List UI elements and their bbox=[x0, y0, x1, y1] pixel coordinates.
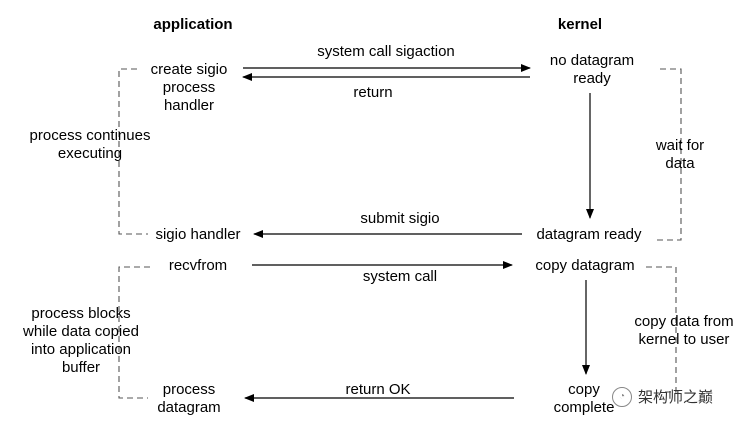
wait-for-data-bracket bbox=[654, 68, 682, 241]
copy-complete-step: copy complete bbox=[553, 381, 615, 416]
submit-sigio-label: submit sigio bbox=[360, 210, 440, 227]
recvfrom-step: recvfrom bbox=[168, 257, 228, 274]
no-datagram-step: no datagram ready bbox=[549, 52, 635, 87]
wait-for-data-note: wait for data bbox=[655, 137, 705, 172]
application-header: application bbox=[153, 16, 233, 33]
sigaction-label: system call sigaction bbox=[317, 43, 455, 60]
system-call-label: system call bbox=[362, 268, 438, 285]
process-blocks-bracket bbox=[118, 266, 150, 399]
watermark: ◔ 架构师之巅 bbox=[612, 386, 713, 407]
return-label: return bbox=[353, 84, 393, 101]
process-continues-note: process continues executing bbox=[29, 127, 151, 162]
process-continues-bracket bbox=[118, 68, 148, 235]
sigio-handler-step: sigio handler bbox=[155, 226, 241, 243]
wechat-icon: ◔ bbox=[612, 386, 632, 407]
process-blocks-note: process blocks while data copied into ap… bbox=[23, 305, 139, 376]
kernel-header: kernel bbox=[557, 16, 603, 33]
return-ok-label: return OK bbox=[345, 381, 411, 398]
process-datagram-step: process datagram bbox=[157, 381, 221, 416]
create-handler-step: create sigio process handler bbox=[150, 61, 228, 114]
copy-data-bracket bbox=[646, 266, 677, 393]
copy-datagram-step: copy datagram bbox=[535, 257, 635, 274]
copy-data-note: copy data from kernel to user bbox=[634, 313, 734, 348]
datagram-ready-step: datagram ready bbox=[536, 226, 642, 243]
watermark-text: 架构师之巅 bbox=[638, 389, 714, 406]
